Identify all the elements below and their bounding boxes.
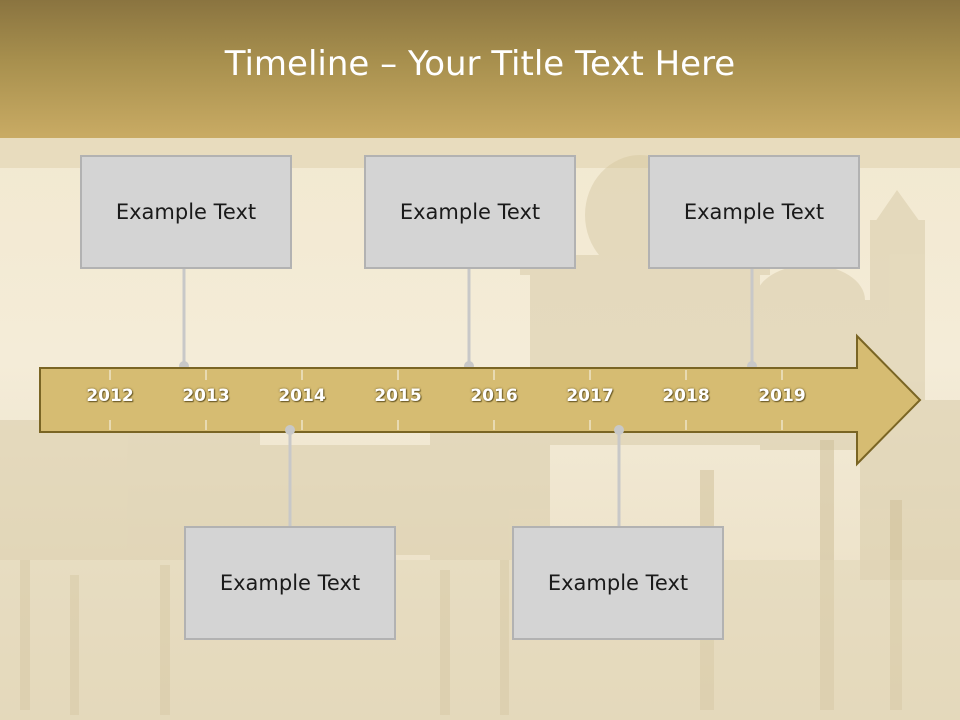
event-label: Example Text xyxy=(683,200,825,224)
event-label: Example Text xyxy=(547,571,689,595)
slide-title: Timeline – Your Title Text Here xyxy=(224,44,736,84)
event-box[interactable]: Example Text xyxy=(648,155,860,269)
year-label: 2019 xyxy=(758,386,806,406)
year-label: 2012 xyxy=(86,386,134,406)
event-label: Example Text xyxy=(115,200,257,224)
event-label: Example Text xyxy=(219,571,361,595)
event-box[interactable]: Example Text xyxy=(364,155,576,269)
title-bar xyxy=(0,0,960,138)
connector-dot xyxy=(614,425,624,435)
year-label: 2015 xyxy=(374,386,422,406)
event-box[interactable]: Example Text xyxy=(80,155,292,269)
year-label: 2017 xyxy=(566,386,614,406)
year-label: 2013 xyxy=(182,386,230,406)
tick-marks xyxy=(109,370,783,430)
connector-dot xyxy=(285,425,295,435)
year-label: 2016 xyxy=(470,386,518,406)
year-label: 2014 xyxy=(278,386,326,406)
event-box[interactable]: Example Text xyxy=(512,526,724,640)
event-box[interactable]: Example Text xyxy=(184,526,396,640)
year-label: 2018 xyxy=(662,386,710,406)
event-label: Example Text xyxy=(399,200,541,224)
timeline-arrow xyxy=(39,333,922,467)
